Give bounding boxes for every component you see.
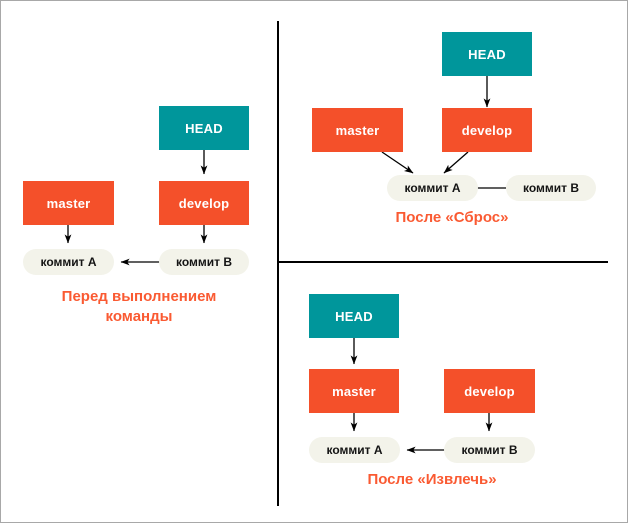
node-head[interactable]: HEAD	[442, 32, 532, 76]
caption-after-checkout-line1: После «Извлечь»	[367, 471, 497, 488]
node-commit-a[interactable]: коммит А	[309, 437, 400, 463]
horizontal-divider	[277, 261, 608, 263]
node-commit-a[interactable]: коммит А	[23, 249, 114, 275]
caption-after-reset: После «Сброс»	[332, 208, 572, 228]
node-head[interactable]: HEAD	[309, 294, 399, 338]
node-develop[interactable]: develop	[444, 369, 535, 413]
node-commit-b[interactable]: коммит В	[506, 175, 596, 201]
node-commit-b[interactable]: коммит В	[444, 437, 535, 463]
node-master[interactable]: master	[309, 369, 399, 413]
node-develop[interactable]: develop	[442, 108, 532, 152]
node-master[interactable]: master	[312, 108, 403, 152]
caption-after-checkout: После «Извлечь»	[302, 470, 562, 490]
node-master[interactable]: master	[23, 181, 114, 225]
vertical-divider	[277, 21, 279, 506]
caption-after-reset-line1: После «Сброс»	[395, 209, 509, 226]
panel-after-checkout: HEAD master develop коммит А коммит В По…	[277, 261, 627, 522]
node-develop[interactable]: develop	[159, 181, 249, 225]
node-commit-b[interactable]: коммит В	[159, 249, 249, 275]
caption-before-line1: Перед выполнением	[61, 288, 217, 305]
panel-after-reset: HEAD master develop коммит А коммит В По…	[277, 1, 627, 261]
node-commit-a[interactable]: коммит А	[387, 175, 478, 201]
caption-before-line2: команды	[105, 308, 173, 326]
node-head[interactable]: HEAD	[159, 106, 249, 150]
caption-before: Перед выполнением команды	[11, 287, 267, 328]
panel-before: HEAD master develop коммит А коммит В Пе…	[1, 1, 277, 522]
